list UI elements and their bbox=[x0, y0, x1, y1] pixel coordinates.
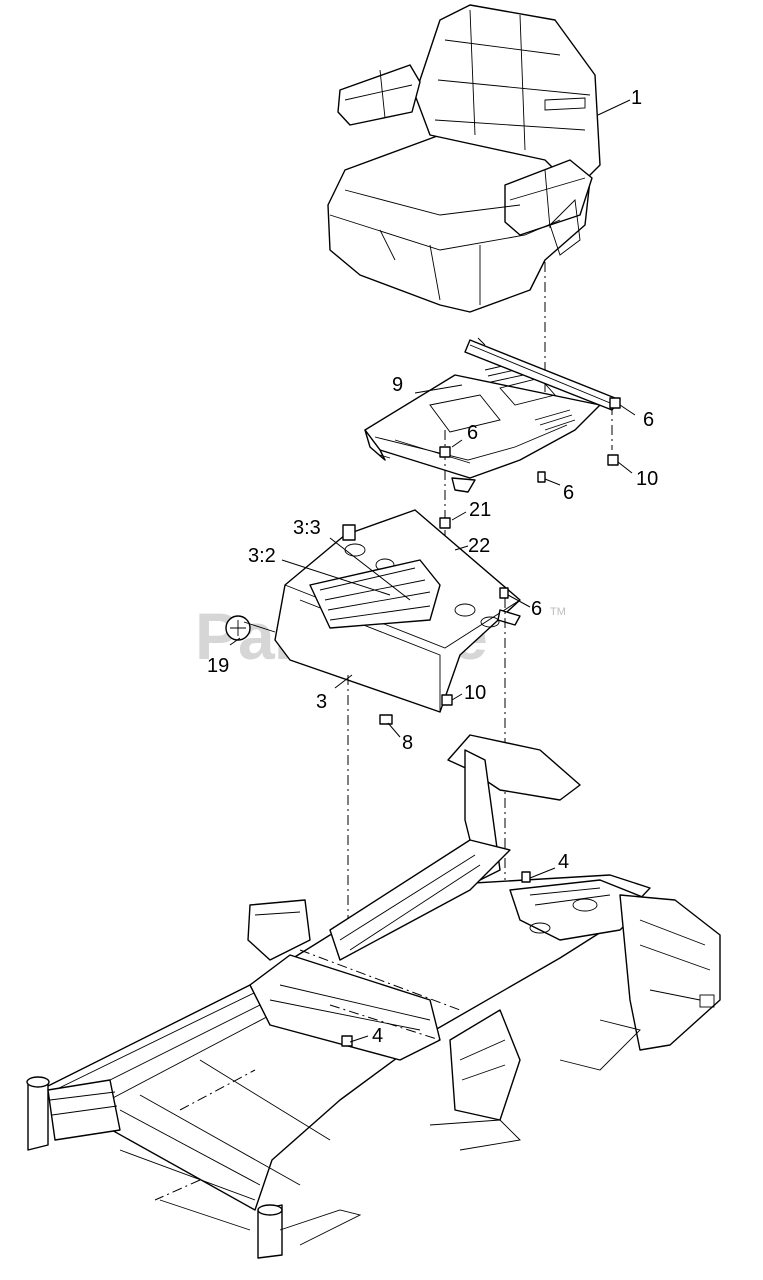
callout-4-lower: 4 bbox=[372, 1025, 384, 1047]
key-switch-19 bbox=[225, 615, 276, 641]
callout-8: 8 bbox=[402, 732, 414, 754]
callout-3-2: 3:2 bbox=[248, 545, 276, 567]
callout-1: 1 bbox=[631, 87, 643, 109]
callout-6-cover: 6 bbox=[531, 598, 543, 620]
callout-3-3: 3:3 bbox=[293, 517, 321, 539]
chassis-frame bbox=[26, 734, 721, 1259]
console-cover bbox=[274, 509, 521, 713]
watermark-trademark: TM bbox=[550, 606, 566, 618]
callout-6-bracket: 6 bbox=[643, 409, 655, 431]
frame-hidden-lines-2 bbox=[299, 949, 461, 1041]
callout-9: 9 bbox=[392, 374, 404, 396]
callout-6-lower: 6 bbox=[563, 482, 575, 504]
leader-lines bbox=[229, 99, 636, 1043]
callout-22: 22 bbox=[468, 535, 491, 557]
nut-10-top bbox=[607, 454, 619, 466]
seat-plate bbox=[364, 337, 621, 493]
callout-4-upper: 4 bbox=[558, 851, 570, 873]
nut-10-cover bbox=[441, 694, 453, 706]
bolt-4-upper bbox=[521, 871, 531, 883]
callout-19: 19 bbox=[207, 655, 230, 677]
callout-10-cover: 10 bbox=[464, 682, 487, 704]
bolt-4-lower bbox=[341, 1035, 353, 1047]
callout-10-top: 10 bbox=[636, 468, 659, 490]
callout-21: 21 bbox=[469, 499, 492, 521]
frame-hidden-lines bbox=[154, 1069, 256, 1201]
callout-3: 3 bbox=[316, 691, 328, 713]
bolt-6-lower bbox=[537, 471, 546, 483]
callout-6-plate: 6 bbox=[467, 422, 479, 444]
bolt-6-bracket bbox=[609, 397, 621, 409]
bolt-6-plate bbox=[439, 446, 451, 458]
nut-21 bbox=[439, 517, 451, 529]
bolt-6-cover bbox=[499, 587, 509, 599]
bolt-8 bbox=[379, 714, 393, 725]
seat bbox=[327, 4, 601, 313]
